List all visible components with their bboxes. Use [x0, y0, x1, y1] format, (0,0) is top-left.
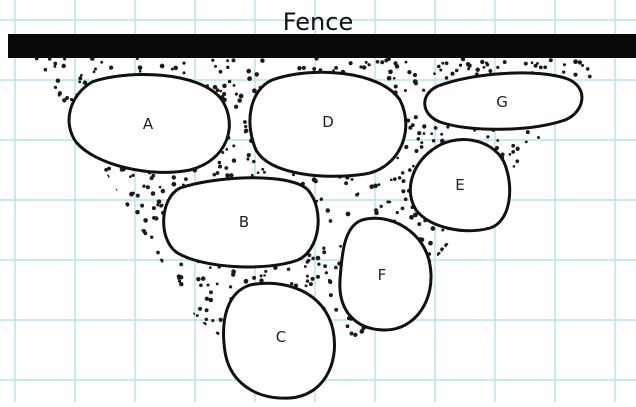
- fence-title: Fence: [283, 8, 353, 36]
- rock-label-F: E: [455, 176, 464, 194]
- rock-label-D: D: [322, 113, 334, 131]
- rock-label-B: B: [239, 213, 249, 231]
- fence-bar: [8, 34, 636, 58]
- rock-A: A: [69, 75, 229, 173]
- rock-C: C: [224, 283, 335, 398]
- rock-label-G: G: [496, 93, 508, 111]
- rock-D: D: [250, 72, 406, 176]
- rock-E: F: [340, 218, 431, 330]
- rock-B: B: [164, 178, 319, 267]
- rock-F: E: [410, 140, 509, 231]
- rock-G: G: [425, 73, 582, 129]
- rock-label-E: F: [378, 266, 387, 284]
- rock-label-C: C: [276, 328, 286, 346]
- rock-label-A: A: [143, 115, 154, 133]
